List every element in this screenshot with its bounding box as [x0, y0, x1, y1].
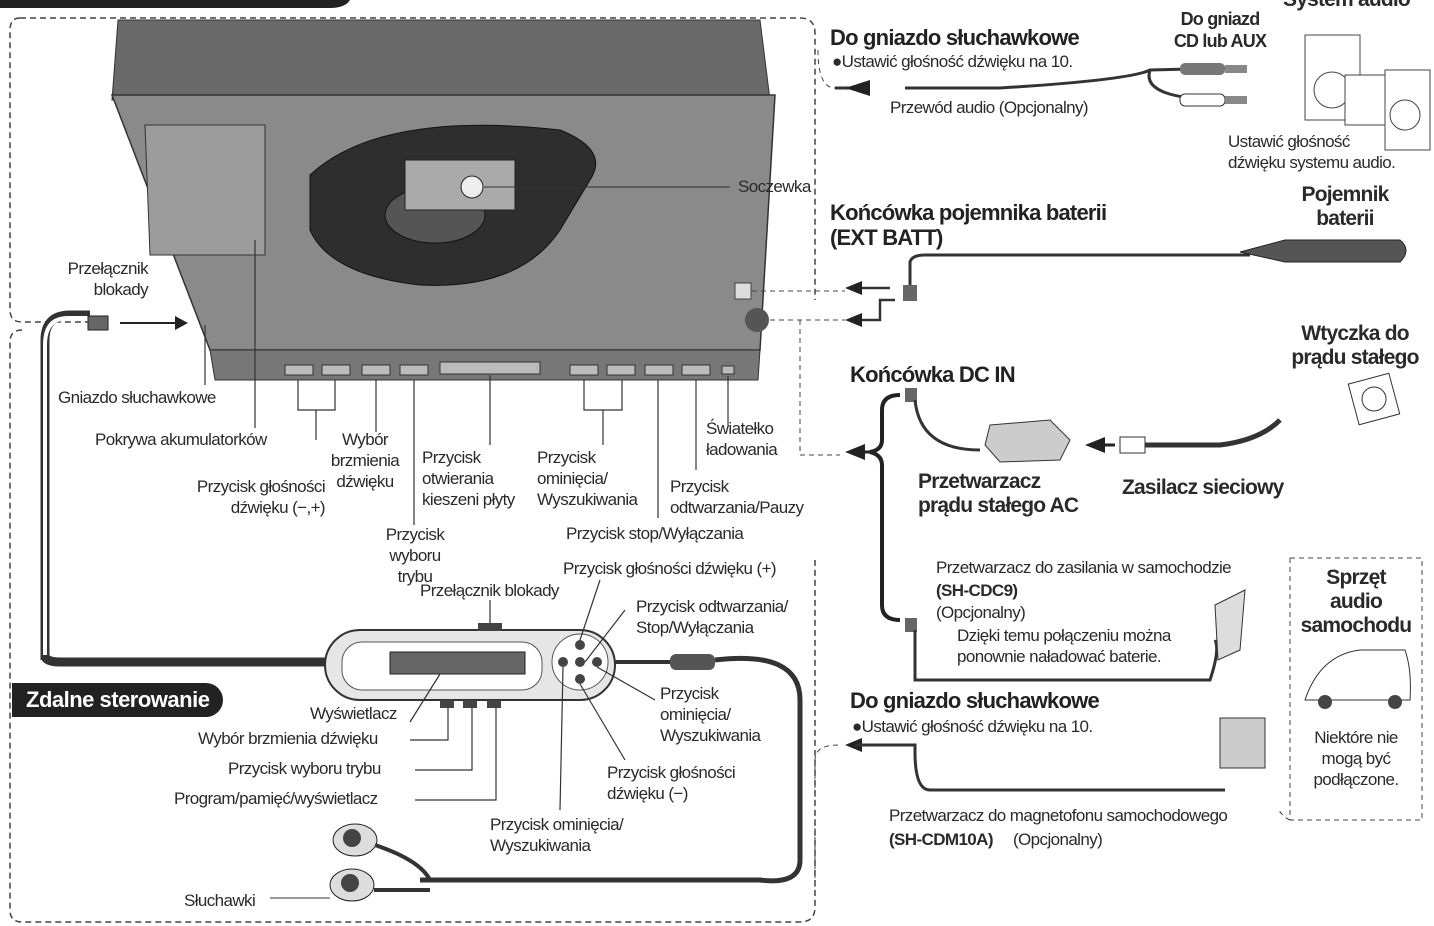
lens [460, 175, 484, 199]
label-dc-plug: Wtyczka do prądu stałego [1291, 322, 1419, 369]
note-car-audio: Niektóre nie mogą być podłączone. [1313, 728, 1399, 789]
label-cassette-model: (SH-CDM10A) [889, 830, 994, 849]
note-system-volume: Ustawić głośność dźwięku systemu audio. [1228, 132, 1396, 172]
label-hold-switch: Przełącznik blokady [67, 259, 149, 299]
label-car-adaptor-optional: (Opcjonalny) [936, 603, 1026, 622]
label-lens: Soczewka [738, 177, 811, 196]
car-audio-box [1289, 557, 1423, 821]
label-remote-skip-right: Przycisk ominięcia/ Wyszukiwania [660, 684, 761, 745]
dashed-outline-remote [9, 329, 816, 923]
label-remote-mode: Przycisk wyboru trybu [228, 759, 381, 778]
note-car-adaptor: Dzięki temu połączeniu można ponownie na… [957, 626, 1171, 666]
heading-cassette-headphone: Do gniazdo słuchawkowe [850, 688, 1100, 713]
label-charge-lamp: Światełko ładowania [706, 419, 778, 459]
heading-audio-headphone: Do gniazdo słuchawkowe [830, 25, 1080, 50]
note-audio-volume: ●Ustawić głośność dźwięku na 10. [832, 52, 1073, 71]
label-cassette-optional: (Opcjonalny) [1013, 830, 1103, 849]
label-car-adaptor-model: (SH-CDC9) [936, 581, 1018, 600]
note-cassette-volume: ●Ustawić głośność dźwięku na 10. [852, 717, 1093, 736]
car-icon [1304, 649, 1411, 701]
label-audio-cable: Przewód audio (Opcjonalny) [890, 98, 1089, 117]
heading-ext-batt: Końcówka pojemnika baterii (EXT BATT) [830, 200, 1107, 250]
label-remote-sound: Wybór brzmienia dźwięku [198, 729, 378, 748]
heading-system-audio: System audio [1283, 0, 1411, 12]
battery-cover [144, 124, 266, 256]
label-mode-select: Przycisk wyboru trybu [385, 525, 445, 586]
section-tag-bar [0, 0, 350, 8]
top-section-tag [0, 0, 330, 2]
player-lid [111, 19, 771, 101]
label-remote-skip-left: Przycisk ominięcia/ Wyszukiwania [490, 815, 624, 855]
label-mains-adaptor: Zasilacz sieciowy [1122, 476, 1284, 499]
heading-dc-in: Końcówka DC IN [850, 362, 1016, 387]
remote-display [389, 651, 526, 675]
label-headphone-jack: Gniazdo słuchawkowe [58, 388, 216, 407]
label-remote-program: Program/pamięć/wyświetlacz [174, 789, 378, 808]
remote-buttons [440, 623, 602, 708]
label-play-pause: Przycisk odtwarzania/Pauzy [670, 477, 804, 517]
label-remote-display: Wyświetlacz [310, 704, 397, 723]
remote-cable [40, 310, 90, 660]
label-open-button: Przycisk otwierania kieszeni płyty [422, 448, 515, 509]
label-sound-select: Wybór brzmienia dźwięku [330, 430, 400, 491]
label-remote-vol-plus: Przycisk głośności dźwięku (+) [563, 559, 777, 578]
label-car-adaptor: Przetwarzacz do zasilania w samochodzie [936, 558, 1232, 577]
label-ac-adaptor: Przetwarzacz prądu stałego AC [918, 470, 1079, 517]
label-battery-pack: Pojemnik baterii [1301, 183, 1390, 230]
label-skip-search: Przycisk ominięcia/ Wyszukiwania [537, 448, 638, 509]
label-car-audio: Sprzęt audio samochodu [1300, 566, 1412, 637]
player-buttons [284, 361, 735, 376]
dashed-outline-player [9, 17, 816, 323]
label-headphones: Słuchawki [184, 891, 256, 910]
label-cassette-adaptor: Przetwarzacz do magnetofonu samochodoweg… [889, 806, 1228, 825]
label-volume: Przycisk głośności dźwięku (−,+) [196, 477, 326, 517]
ac-adaptor [984, 419, 1071, 463]
label-cd-aux: Do gniazd CD lub AUX [1173, 9, 1267, 51]
system-audio-illustration [1304, 34, 1431, 151]
cassette-adaptor [1219, 717, 1266, 769]
wall-socket [1347, 372, 1401, 426]
label-battery-cover: Pokrywa akumulatorków [95, 430, 267, 449]
battery-pack [1239, 239, 1407, 263]
label-stop-off: Przycisk stop/Wyłączania [566, 524, 744, 543]
label-remote-hold: Przełącznik blokady [420, 581, 559, 600]
remote-section-tag: Zdalne sterowanie [12, 683, 224, 717]
label-remote-play-stop: Przycisk odtwarzania/ Stop/Wyłączania [636, 597, 788, 637]
car-adaptor [1214, 589, 1246, 661]
label-remote-vol-minus: Przycisk głośności dźwięku (−) [607, 763, 736, 803]
